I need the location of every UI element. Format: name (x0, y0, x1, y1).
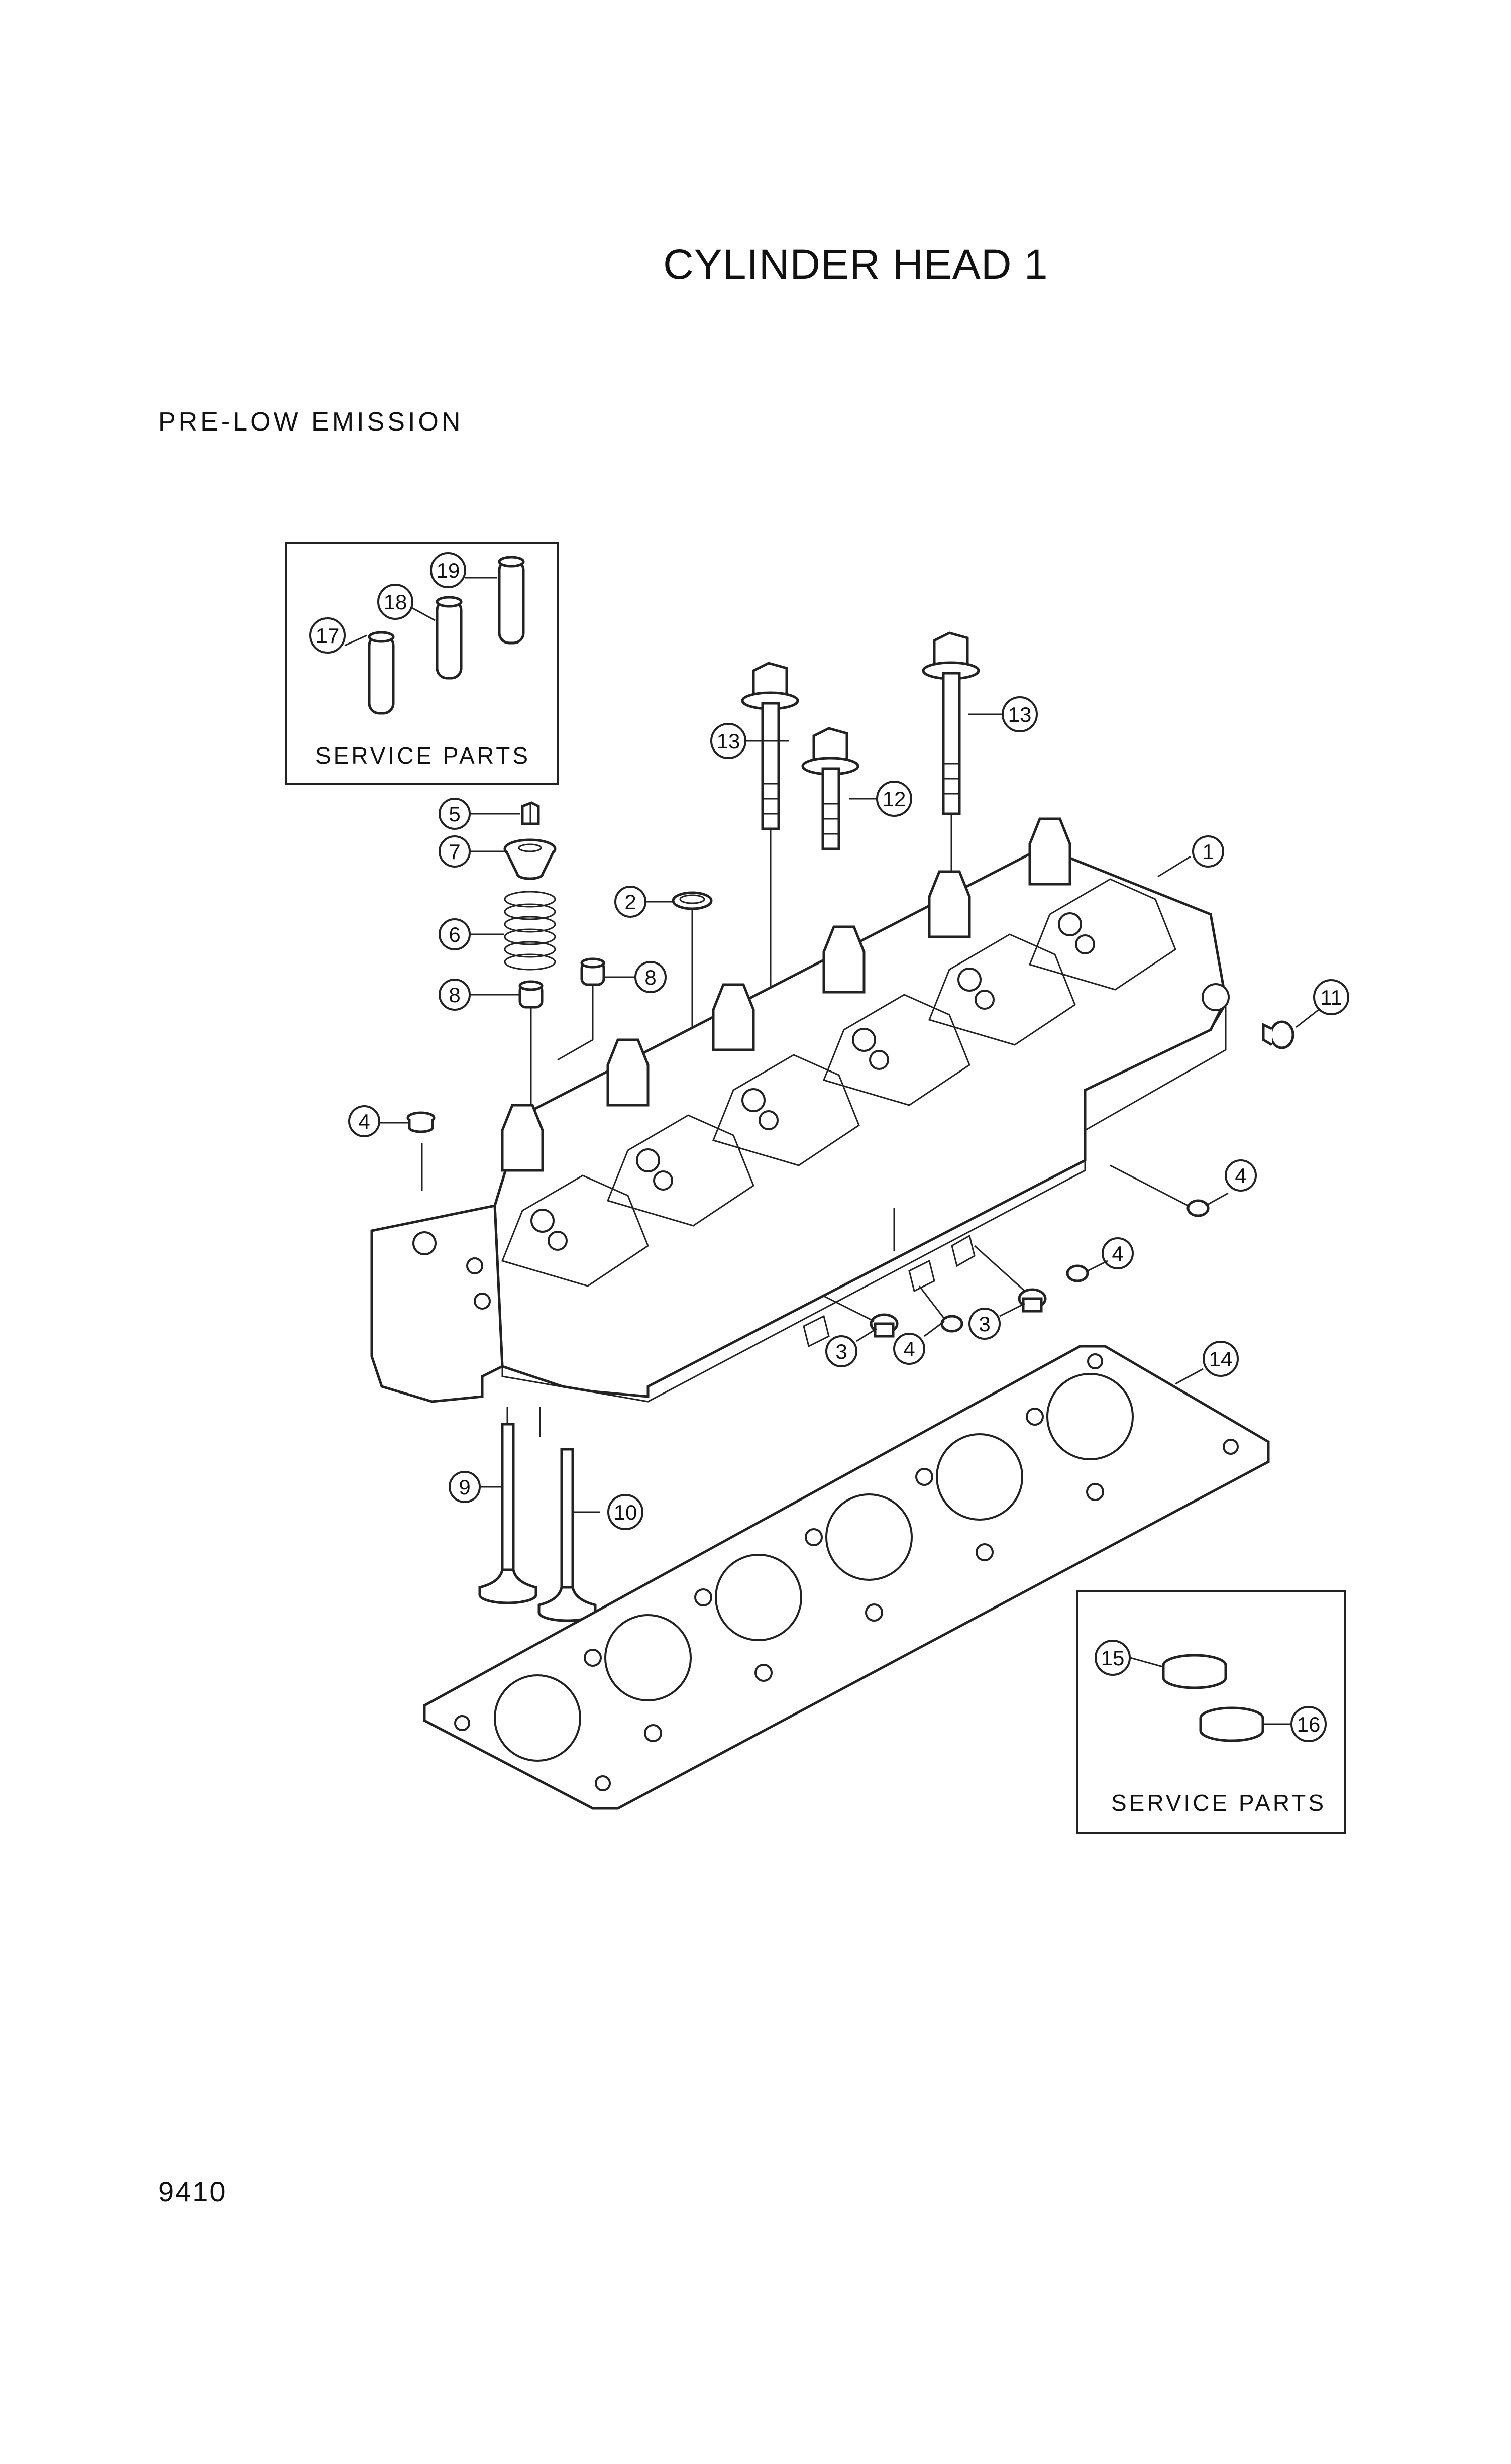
intake-valve-9 (478, 1423, 537, 1604)
valve-seat-insert-15 (1162, 1654, 1227, 1689)
svg-text:10: 10 (614, 1501, 637, 1524)
callout-8-left: 8 (439, 979, 471, 1011)
plug-4-lower (940, 1315, 963, 1333)
valve-seat-insert-16 (1199, 1706, 1264, 1742)
fitting-3-right (1018, 1288, 1047, 1313)
svg-text:4: 4 (358, 1110, 370, 1133)
service-box-top: SERVICE PARTS (285, 542, 559, 785)
callout-7: 7 (439, 835, 471, 868)
valve-stem-seal-8-right (580, 957, 605, 986)
svg-text:18: 18 (384, 590, 407, 614)
callout-16: 16 (1290, 1706, 1327, 1742)
callout-12: 12 (876, 781, 912, 817)
callout-4-right: 4 (1225, 1159, 1257, 1192)
service-box-bottom: SERVICE PARTS (1076, 1590, 1346, 1834)
svg-text:8: 8 (644, 966, 656, 989)
head-bolt-13-left (741, 662, 799, 1015)
plug-4-right (1186, 1199, 1210, 1217)
callout-3-right: 3 (968, 1308, 1001, 1340)
svg-text:13: 13 (1008, 703, 1032, 726)
callout-8-right: 8 (634, 961, 667, 993)
exhaust-valve-10 (537, 1448, 597, 1622)
svg-text:19: 19 (437, 559, 460, 582)
svg-text:8: 8 (449, 983, 460, 1007)
svg-text:3: 3 (979, 1312, 990, 1336)
page-title: CYLINDER HEAD 1 (663, 241, 1048, 288)
callout-14: 14 (1203, 1341, 1239, 1377)
callout-2: 2 (614, 886, 646, 918)
callout-4-mid: 4 (1102, 1237, 1134, 1269)
seal-ring-2 (672, 891, 713, 910)
svg-text:16: 16 (1297, 1712, 1321, 1736)
svg-text:4: 4 (1235, 1164, 1246, 1188)
valve-stem-seal-8-left (518, 980, 544, 1009)
head-bolt-13-right (922, 631, 980, 985)
callout-17: 17 (309, 617, 346, 654)
callout-9: 9 (449, 1471, 481, 1503)
svg-text:3: 3 (835, 1340, 847, 1363)
callout-3-left: 3 (825, 1335, 857, 1367)
service-box-top-label: SERVICE PARTS (315, 742, 530, 769)
callout-1: 1 (1192, 835, 1224, 868)
cylinder-head-1 (370, 817, 1230, 1403)
fitting-3-left (870, 1313, 899, 1338)
service-box-bottom-label: SERVICE PARTS (1111, 1790, 1326, 1816)
callout-19: 19 (430, 552, 466, 588)
page-subtitle: PRE-LOW EMISSION (158, 407, 464, 437)
spring-retainer-7 (503, 838, 557, 880)
plug-4-mid (1066, 1264, 1089, 1282)
svg-text:2: 2 (624, 890, 636, 914)
callout-10: 10 (607, 1494, 643, 1530)
plug-11 (1262, 1020, 1294, 1049)
svg-text:4: 4 (903, 1337, 915, 1361)
svg-text:14: 14 (1209, 1347, 1233, 1371)
valve-guide-18 (436, 596, 463, 680)
valve-collet-5 (521, 801, 540, 825)
valve-spring-6 (504, 891, 556, 971)
svg-text:1: 1 (1202, 840, 1214, 864)
callout-4-lower: 4 (893, 1333, 925, 1365)
callout-11: 11 (1313, 979, 1349, 1015)
svg-text:5: 5 (449, 802, 460, 826)
svg-text:7: 7 (449, 840, 460, 864)
callout-13-right: 13 (1002, 696, 1038, 732)
head-bolt-12 (801, 727, 859, 850)
callout-6: 6 (439, 918, 471, 950)
callout-18: 18 (377, 584, 413, 620)
svg-text:13: 13 (717, 729, 740, 753)
callout-13-left: 13 (710, 723, 746, 759)
plug-4-left (406, 1111, 436, 1133)
callouts: 1 2 3 3 4 4 4 4 5 6 7 8 8 9 10 11 12 13 … (309, 552, 1349, 1742)
head-gasket-14 (423, 1345, 1270, 1810)
callout-15: 15 (1095, 1640, 1131, 1676)
svg-text:4: 4 (1112, 1242, 1123, 1265)
svg-text:9: 9 (459, 1475, 470, 1499)
svg-text:11: 11 (1320, 986, 1342, 1009)
page-number: 9410 (158, 2176, 227, 2207)
callout-4-left: 4 (348, 1105, 380, 1137)
svg-text:17: 17 (316, 624, 340, 648)
valve-guide-19 (498, 556, 525, 645)
callout-5: 5 (439, 798, 471, 830)
valve-guide-17 (368, 631, 395, 715)
svg-text:15: 15 (1101, 1646, 1125, 1670)
svg-text:6: 6 (449, 923, 460, 946)
svg-text:12: 12 (883, 787, 906, 811)
